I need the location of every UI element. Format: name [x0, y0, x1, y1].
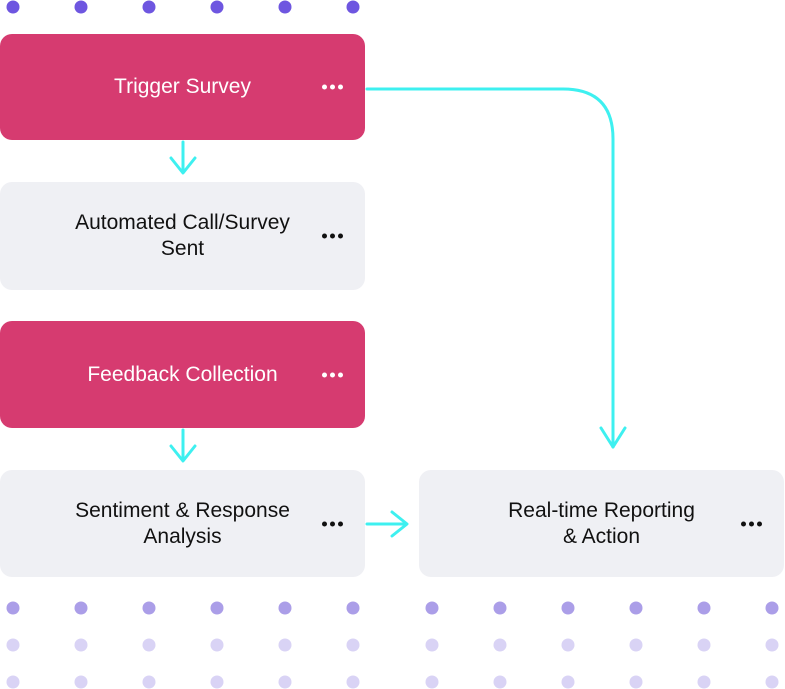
decor-dot: [74, 601, 88, 615]
decor-dot: [6, 0, 20, 14]
node-feedback-collection[interactable]: Feedback Collection: [0, 321, 365, 428]
decor-dot: [697, 601, 711, 615]
decor-dot: [493, 675, 507, 689]
decor-dot: [629, 675, 643, 689]
decor-dot: [6, 675, 20, 689]
decor-dot: [561, 675, 575, 689]
decor-dot: [629, 638, 643, 652]
node-label: Feedback Collection: [87, 362, 278, 386]
node-automated-call-survey-sent[interactable]: Automated Call/Survey Sent: [0, 182, 365, 290]
decor-dot: [346, 601, 360, 615]
decor-dot: [425, 601, 439, 615]
decor-dot: [142, 0, 156, 14]
arrowhead-trigger-to-reporting: [599, 426, 627, 449]
decor-dot: [142, 638, 156, 652]
node-sentiment-response-analysis[interactable]: Sentiment & Response Analysis: [0, 470, 365, 577]
decor-dot: [765, 638, 779, 652]
decor-dot: [629, 601, 643, 615]
decor-dot: [210, 638, 224, 652]
decor-dot: [278, 0, 292, 14]
decor-dot: [346, 638, 360, 652]
decor-dot: [278, 601, 292, 615]
node-trigger-survey[interactable]: Trigger Survey: [0, 34, 365, 140]
decor-dot: [74, 675, 88, 689]
more-horizontal-icon[interactable]: [322, 233, 343, 239]
decor-dot: [346, 675, 360, 689]
decor-dot: [697, 638, 711, 652]
decor-dot: [765, 675, 779, 689]
decor-dot: [278, 638, 292, 652]
decor-dot: [74, 638, 88, 652]
more-horizontal-icon[interactable]: [322, 372, 343, 377]
node-realtime-reporting-action[interactable]: Real-time Reporting & Action: [419, 470, 784, 577]
more-horizontal-icon[interactable]: [322, 84, 343, 90]
decor-dot: [6, 638, 20, 652]
decor-dot: [210, 675, 224, 689]
more-horizontal-icon[interactable]: [741, 521, 762, 526]
arrow-line-trigger-to-reporting: [365, 87, 615, 449]
arrowhead-trigger-to-sent: [169, 156, 197, 175]
decor-dot: [346, 0, 360, 14]
decor-dot: [210, 601, 224, 615]
node-label: Automated Call/Survey Sent: [75, 211, 290, 260]
decor-dot: [210, 0, 224, 14]
decor-dot: [561, 601, 575, 615]
decor-dot: [425, 675, 439, 689]
decor-dot: [142, 601, 156, 615]
decor-dot: [493, 601, 507, 615]
node-label: Real-time Reporting & Action: [508, 498, 695, 548]
decor-dot: [493, 638, 507, 652]
arrowhead-analysis-to-reporting: [390, 510, 409, 538]
decor-dot: [697, 675, 711, 689]
decor-dot: [561, 638, 575, 652]
node-label: Sentiment & Response Analysis: [75, 498, 290, 548]
decor-dot: [142, 675, 156, 689]
more-horizontal-icon[interactable]: [322, 521, 343, 526]
decor-dot: [6, 601, 20, 615]
node-label: Trigger Survey: [114, 75, 251, 98]
decor-dot: [74, 0, 88, 14]
decor-dot: [765, 601, 779, 615]
decor-dot: [425, 638, 439, 652]
arrowhead-feedback-to-analysis: [169, 444, 197, 463]
decor-dot: [278, 675, 292, 689]
